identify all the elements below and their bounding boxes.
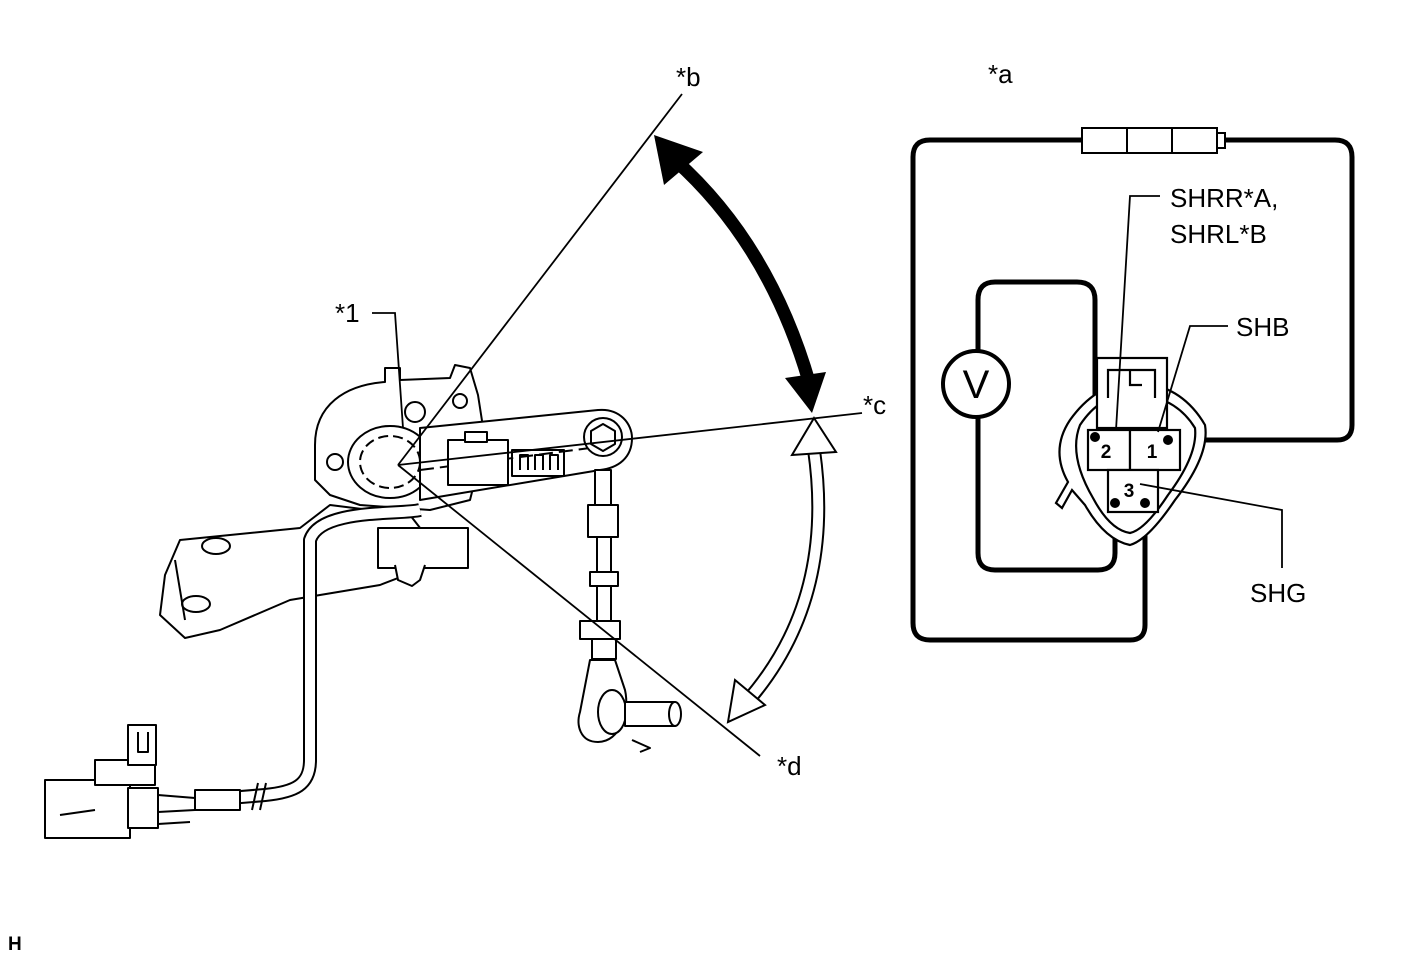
bracket-hole-lower (181, 595, 211, 613)
sensor-connector (1054, 356, 1207, 547)
label-shb: SHB (1236, 312, 1289, 342)
terminal-leaders (1115, 195, 1283, 568)
battery-icon (1081, 127, 1226, 154)
probe-pin2 (1090, 432, 1100, 442)
circuit-diagram: V 2 1 3 (910, 127, 1355, 643)
voltmeter-symbol: V (963, 363, 990, 407)
voltmeter-wire (975, 279, 1118, 573)
range-arrow-cd (726, 416, 838, 724)
sensor-assembly (44, 364, 682, 839)
label-shrl: SHRL*B (1170, 219, 1267, 249)
battery-wire (910, 137, 1355, 643)
body-bolt (452, 393, 468, 409)
link-rod (594, 469, 612, 506)
bracket-hole-upper (201, 537, 231, 555)
line-b (397, 93, 683, 466)
pin-1-label: 1 (1147, 442, 1158, 463)
line-c (397, 412, 863, 466)
probe-pin3-left (1110, 498, 1120, 508)
angle-reference-lines (397, 93, 863, 757)
label-d: *d (777, 751, 802, 781)
label-shg: SHG (1250, 578, 1306, 608)
label-shrr: SHRR*A, (1170, 183, 1278, 213)
pin-2-label: 2 (1101, 442, 1112, 463)
pin-3-label: 3 (1124, 481, 1135, 502)
voltmeter-icon (941, 349, 1011, 419)
probe-pin1 (1163, 435, 1173, 445)
label-part1: *1 (335, 298, 360, 328)
line-d (397, 464, 761, 757)
range-arrow-bc (654, 135, 826, 413)
mounting-bracket (159, 504, 446, 639)
body-mount-hole (326, 453, 344, 471)
body-lower-hole (404, 401, 426, 423)
harness-clamp (377, 527, 469, 569)
link-stud (624, 701, 676, 727)
label-a: *a (988, 59, 1013, 89)
leader-part1 (372, 312, 404, 429)
probe-pin3-right (1140, 498, 1150, 508)
label-c: *c (863, 390, 886, 420)
label-b: *b (676, 62, 701, 92)
arm-connector (447, 439, 509, 486)
footer-code: H (8, 934, 22, 955)
harness-connector (44, 779, 131, 839)
